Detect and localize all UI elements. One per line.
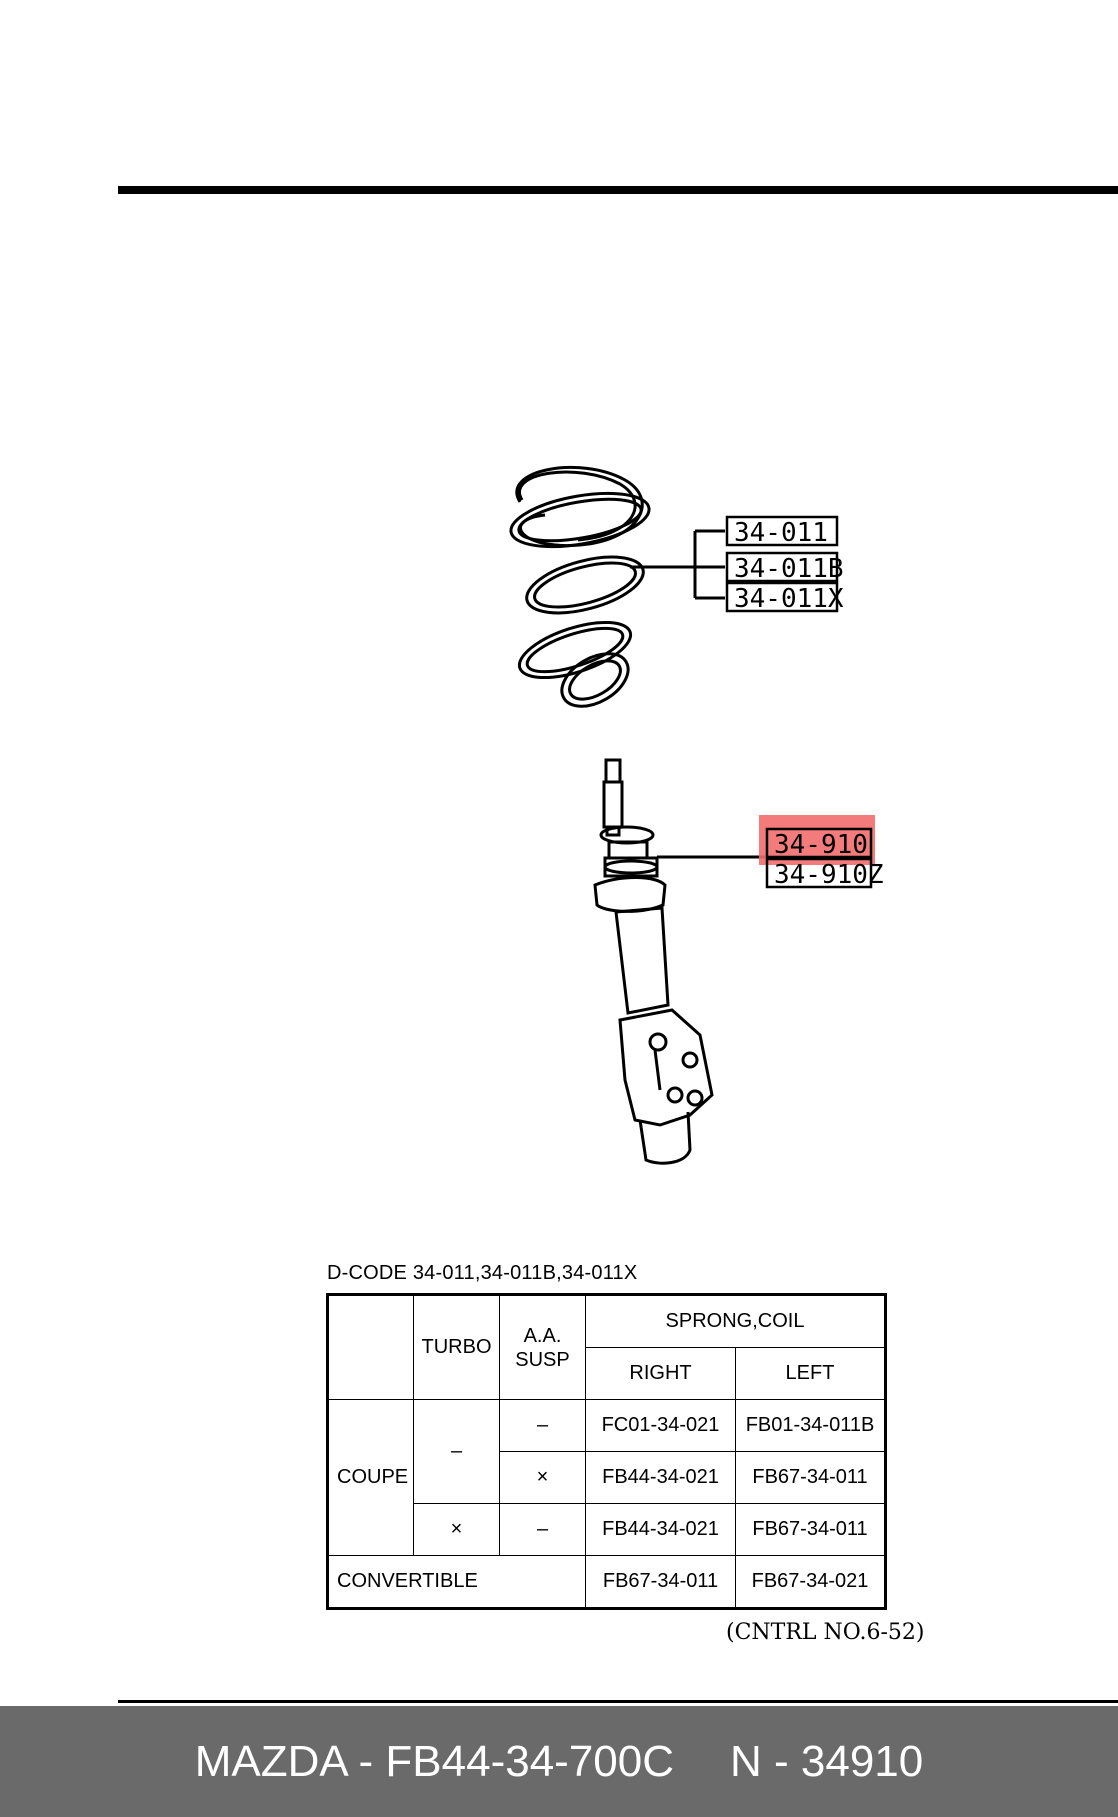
top-rule [118,186,1118,194]
cell-right: FC01-34-021 [585,1399,736,1452]
strut-drawing [593,758,765,1165]
callout-34-011X: 34-011X [734,584,844,614]
cell-turbo: × [413,1503,500,1556]
spring-callout-boxes [725,515,839,613]
cell-aa: – [499,1503,586,1556]
callout-34-011: 34-011 [734,518,828,548]
cell-turbo: – [413,1399,500,1504]
header-turbo: TURBO [413,1294,500,1400]
callout-34-910: 34-910 [774,830,868,860]
cell-left: FB01-34-011B [735,1399,886,1452]
cell-right: FB67-34-011 [585,1555,736,1609]
footer-part-number: MAZDA - FB44-34-700C [194,1736,675,1786]
cell-right: FB44-34-021 [585,1503,736,1556]
header-spring-coil: SPRONG,COIL [585,1294,886,1348]
table-row: COUPE – – FC01-34-021 FB01-34-011B [327,1399,886,1556]
cell-left: FB67-34-011 [735,1503,886,1556]
dcode-label: D-CODE 34-011,34-011B,34-011X [327,1262,638,1284]
header-right: RIGHT [585,1347,736,1400]
footer-reference: N - 34910 [730,1736,924,1786]
cell-aa: – [499,1399,586,1452]
parts-diagram: 34-011 34-011B 34-011X 34-910 34-910Z [509,465,884,1165]
callout-34-910Z: 34-910Z [774,860,884,890]
cell-left: FB67-34-021 [735,1555,886,1609]
table-row: × – FB44-34-021 FB67-34-011 [328,1503,886,1556]
table-subheader-row: RIGHT LEFT [328,1347,886,1400]
header-left: LEFT [735,1347,886,1400]
group-coupe: COUPE [327,1399,414,1556]
coil-spring-drawing [509,465,725,708]
control-number: (CNTRL NO.6-52) [726,1620,925,1645]
footer-bar: MAZDA - FB44-34-700C N - 34910 [0,1706,1118,1817]
cell-aa: × [499,1451,586,1504]
spring-coil-table: TURBO A.A. SUSP SPRONG,COIL RIGHT LEFT C… [326,1293,887,1610]
convertible-label: CONVERTIBLE [327,1555,586,1609]
table-row: CONVERTIBLE FB67-34-011 FB67-34-021 [327,1555,886,1609]
blank-header-cell [327,1294,414,1400]
cell-right: FB44-34-021 [585,1451,736,1504]
strut-callout-boxes [765,827,873,889]
bottom-rule [118,1700,1118,1703]
header-aa-susp: A.A. SUSP [499,1294,586,1400]
callout-34-011B: 34-011B [734,554,844,584]
table-header-row: TURBO A.A. SUSP SPRONG,COIL [327,1294,886,1400]
cell-left: FB67-34-011 [735,1451,886,1504]
